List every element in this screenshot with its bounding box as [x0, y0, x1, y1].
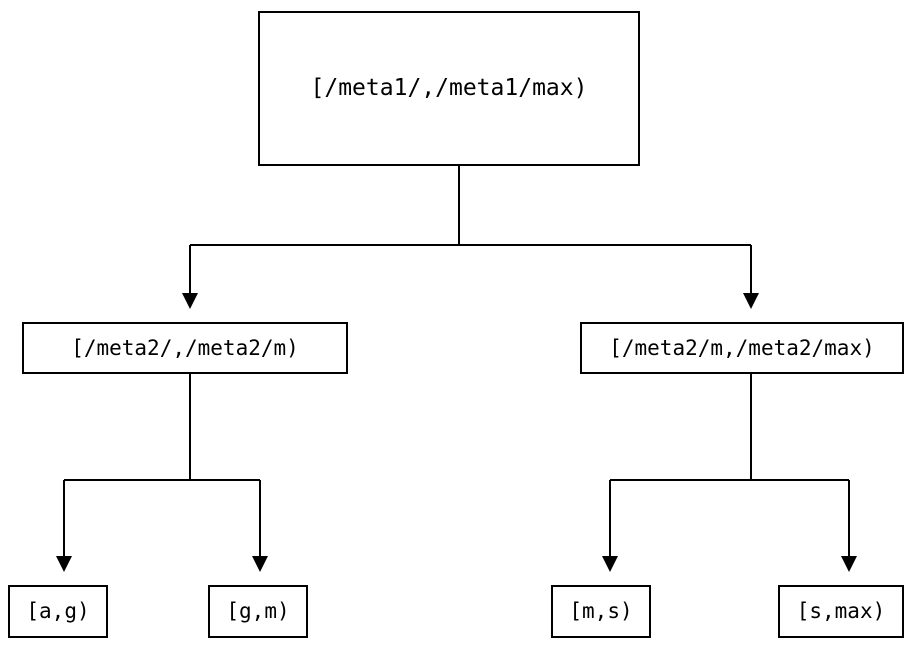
arrowhead-meta2-high-to-leaf-smax — [841, 556, 857, 572]
tree-node-leaf-ag-label: [a,g) — [26, 599, 90, 623]
tree-node-leaf-smax-label: [s,max) — [796, 599, 886, 623]
arrowhead-meta2-low-to-leaf-gm — [252, 556, 268, 572]
tree-node-root-label: [/meta1/,/meta1/max) — [310, 75, 588, 101]
tree-node-meta2-high-label: [/meta2/m,/meta2/max) — [609, 335, 875, 360]
tree-node-leaf-ms-label: [m,s) — [569, 599, 633, 623]
tree-node-meta2-low-label: [/meta2/,/meta2/m) — [71, 335, 299, 360]
tree-node-meta2-low[interactable]: [/meta2/,/meta2/m) — [22, 322, 348, 374]
arrowhead-meta2-low-to-leaf-ag — [56, 556, 72, 572]
arrowhead-root-to-meta2-high — [743, 293, 759, 309]
arrowhead-root-to-meta2-low — [182, 293, 198, 309]
tree-node-leaf-smax[interactable]: [s,max) — [778, 585, 904, 638]
tree-node-root[interactable]: [/meta1/,/meta1/max) — [258, 11, 640, 166]
tree-node-leaf-ms[interactable]: [m,s) — [551, 585, 651, 638]
tree-node-meta2-high[interactable]: [/meta2/m,/meta2/max) — [580, 322, 904, 374]
tree-node-leaf-gm-label: [g,m) — [226, 599, 290, 623]
arrowhead-meta2-high-to-leaf-ms — [602, 556, 618, 572]
tree-node-leaf-gm[interactable]: [g,m) — [208, 585, 308, 638]
tree-node-leaf-ag[interactable]: [a,g) — [8, 585, 108, 638]
